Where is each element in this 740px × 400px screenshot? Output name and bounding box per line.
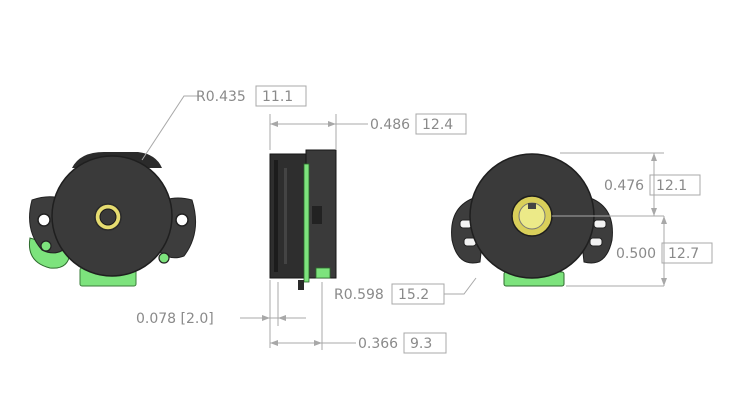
side-body-rib-2 [284,168,287,264]
leader-radius-front-left [141,95,198,161]
arrow-height-lower-bottom [661,278,667,286]
side-shaft [298,280,304,290]
dim-depth-side: 0.486 [370,117,410,133]
arrow-height-lower-top [661,216,667,224]
dim-radius-rear: R0.598 [334,287,384,303]
arrow-flange-right [278,315,286,321]
arrow-depth-left [270,121,278,127]
arrow-body-left [270,340,278,346]
dim-body-depth-mm: 9.3 [410,336,432,352]
dim-height-upper-mm: 12.1 [656,178,687,194]
front-left-hub-bore [99,208,117,226]
dim-flange-thickness: 0.078 [2.0] [136,311,214,327]
front-left-ear-hole-left [37,213,51,227]
dim-radius-front-left-mm: 11.1 [262,89,293,105]
arrow-body-right [314,340,322,346]
side-green-tab [315,267,331,279]
side-view-middle [269,149,337,290]
rear-hub-key [528,203,536,209]
rear-view-right [451,153,613,287]
arrow-height-upper-bottom [651,208,657,216]
dim-height-lower-mm: 12.7 [668,246,699,262]
rear-ear-right-slot-1 [593,219,607,229]
side-slot [312,206,322,224]
dim-box-height-upper [649,174,701,196]
dim-box-height-lower [661,242,713,264]
dim-height-upper: 0.476 [604,178,644,194]
dim-box-body-depth [403,332,447,354]
side-green-strip [303,163,310,283]
rear-ear-right-slot-2 [589,237,603,247]
arrow-depth-right [328,121,336,127]
front-left-ear-hole-left-lower [40,240,52,252]
dim-height-lower: 0.500 [616,246,656,262]
dim-radius-rear-mm: 15.2 [398,287,429,303]
dim-box-radius-front-left [255,85,307,107]
arrow-flange-left [262,315,270,321]
front-left-ear-hole-right [175,213,189,227]
dim-depth-side-mm: 12.4 [422,117,453,133]
arrow-height-upper-top [651,153,657,161]
dim-radius-front-left: R0.435 [196,89,246,105]
leader-radius-rear [444,277,477,295]
dim-body-depth: 0.366 [358,336,398,352]
front-view-left [28,152,197,287]
dim-box-radius-rear [391,283,445,305]
side-body-rib-1 [274,160,278,272]
front-left-ear-hole-right-lower [158,252,170,264]
dim-box-depth-side [415,113,467,135]
